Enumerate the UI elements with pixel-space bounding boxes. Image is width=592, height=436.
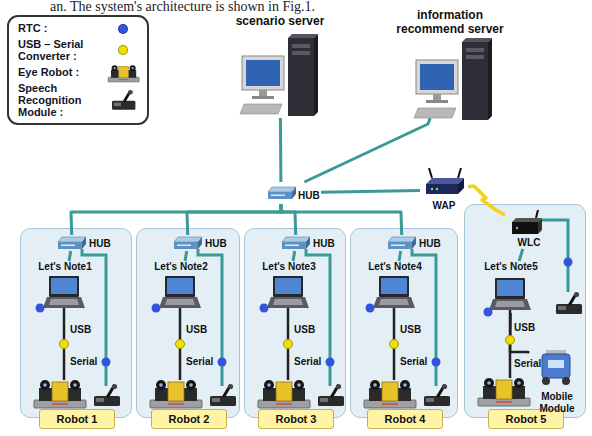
node-label: Let's Note2 <box>145 261 217 273</box>
node-label: information recommend server <box>388 8 512 37</box>
legend-box <box>8 16 148 124</box>
legend-text: RTC : <box>18 22 114 34</box>
rtc-wire <box>542 220 568 292</box>
robot-label: Robot 2 <box>151 409 227 429</box>
node-label: HUB <box>419 238 449 250</box>
robot-panel: Robot 4HUBLet's Note4 <box>350 228 458 418</box>
node-label: Mobile Module <box>529 391 585 415</box>
server-node: scenario server <box>218 14 342 118</box>
cable-label: Serial <box>70 356 97 367</box>
network-link <box>321 190 420 192</box>
cable-label: Serial <box>400 356 427 367</box>
legend-swatch <box>118 24 128 34</box>
robot-panel: Robot 5WLCLet's Note5Mobile Module <box>464 204 586 418</box>
node-label: HUB <box>298 190 328 202</box>
cable-label: Serial <box>186 356 213 367</box>
server-node: information recommend server <box>388 8 512 118</box>
cable-label: USB <box>514 322 535 333</box>
laptop-node: Let's Note3 <box>253 261 325 313</box>
cable-label: Serial <box>514 358 541 369</box>
caption-text: an. The system's architecture is shown i… <box>50 0 315 15</box>
laptop-icon <box>489 278 531 310</box>
network-link <box>69 251 71 261</box>
node-label: HUB <box>313 238 343 250</box>
hub-node: HUB <box>32 235 112 251</box>
cable-label: USB <box>186 324 207 335</box>
eye-robot-icon <box>108 65 139 82</box>
network-link <box>187 204 281 235</box>
wlc-icon <box>512 210 542 234</box>
network-link <box>293 251 295 261</box>
usb-serial-cable <box>509 310 512 378</box>
server-icon <box>240 34 318 116</box>
legend-speech-module <box>112 90 135 110</box>
network-link <box>185 251 187 261</box>
mobile-module-icon <box>542 350 570 385</box>
eye-robot-icon <box>478 378 530 406</box>
network-link <box>281 204 402 235</box>
access-point-icon <box>426 168 464 194</box>
robot-label: Robot 4 <box>367 409 443 429</box>
network-link <box>71 204 281 235</box>
network-link <box>399 251 401 261</box>
network-link <box>510 313 529 353</box>
rtc-dot <box>484 308 493 317</box>
hub-node: HUB <box>256 235 336 251</box>
legend-text: Speech Recognition Module : <box>18 82 96 118</box>
node-label: WAP <box>420 200 468 212</box>
node-label: Let's Note3 <box>253 261 325 273</box>
network-link <box>281 204 296 235</box>
robot-panel: Robot 3HUBLet's Note3 <box>244 228 346 418</box>
laptop-node: Let's Note2 <box>145 261 217 313</box>
access-point-node: WAP <box>420 166 468 214</box>
robot-kit <box>258 237 344 408</box>
wlc-node: WLC <box>505 209 553 249</box>
hub-node: HUB <box>148 235 228 251</box>
robot-kit <box>34 237 120 408</box>
network-link <box>519 249 523 261</box>
cable-label: USB <box>70 324 91 335</box>
rtc-dot <box>564 258 573 267</box>
cable-label: USB <box>400 324 421 335</box>
node-label: scenario server <box>218 14 342 28</box>
hub-node: HUB <box>241 182 321 204</box>
robot-label: Robot 3 <box>258 409 334 429</box>
node-label: Let's Note4 <box>359 261 431 273</box>
robot-kit <box>364 237 450 408</box>
cable-label: Serial <box>294 356 321 367</box>
node-label: Let's Note1 <box>29 261 101 273</box>
hub-icon <box>268 187 296 199</box>
legend-swatch <box>118 45 128 55</box>
laptop-node: Let's Note1 <box>29 261 101 313</box>
legend-eye-robot <box>108 65 139 82</box>
server-icon <box>414 38 492 120</box>
robot-label: Robot 1 <box>39 409 115 429</box>
node-label: HUB <box>89 238 119 250</box>
cable-label: USB <box>294 324 315 335</box>
laptop-node: Let's Note4 <box>359 261 431 313</box>
wireless-link <box>468 186 505 215</box>
robot-panel: Robot 1HUBLet's Note1 <box>20 228 132 418</box>
node-label: Let's Note5 <box>475 261 547 273</box>
robot-kit <box>150 237 236 408</box>
laptop-node: Let's Note5 <box>475 261 547 313</box>
speech-module-icon <box>556 292 582 314</box>
hub-node: HUB <box>362 235 442 251</box>
legend-text: USB – Serial Converter : <box>18 38 102 62</box>
node-label: HUB <box>205 238 235 250</box>
legend-text: Eye Robot : <box>18 66 106 78</box>
node-label: WLC <box>505 237 553 249</box>
converter-dot <box>506 336 515 345</box>
speech-module-icon <box>112 90 135 110</box>
network-link <box>304 118 430 182</box>
robot-panel: Robot 2HUBLet's Note2 <box>136 228 240 418</box>
network-link <box>279 118 283 182</box>
